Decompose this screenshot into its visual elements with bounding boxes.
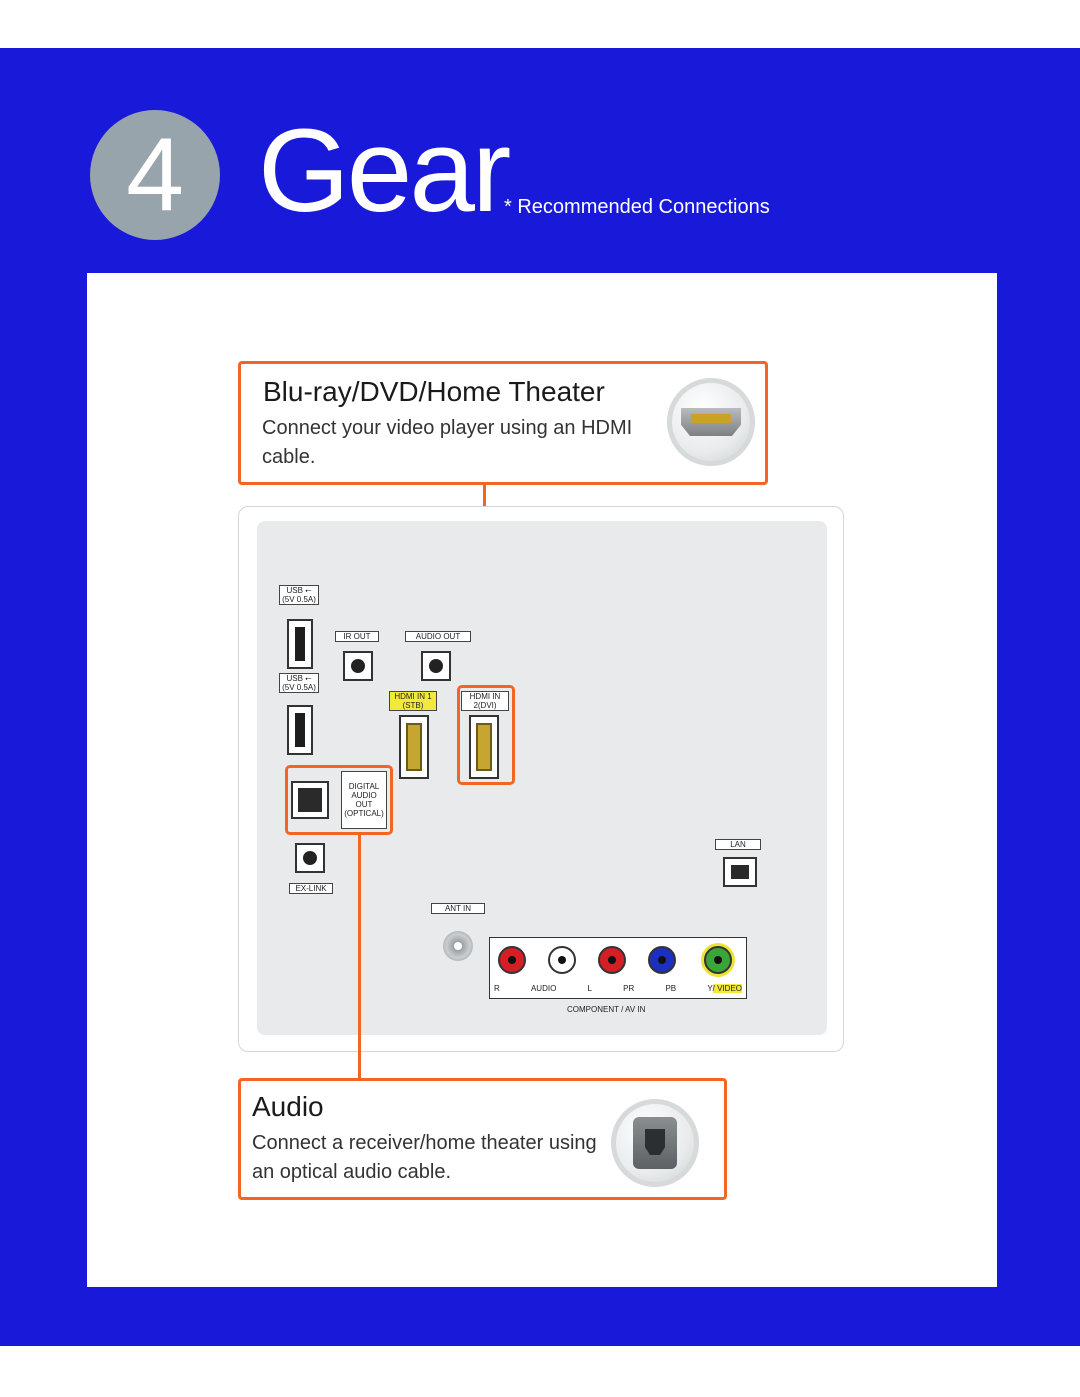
optical-plug-icon — [611, 1099, 699, 1187]
bluray-heading: Blu-ray/DVD/Home Theater — [263, 376, 605, 407]
pr-label: PR — [623, 984, 635, 993]
hdmi-connector-shape — [681, 408, 741, 436]
ir-out-label: IR OUT — [335, 631, 379, 642]
audio-r-label: R — [494, 984, 500, 993]
bluray-callout: Blu-ray/DVD/Home Theater Connect your vi… — [238, 361, 768, 485]
usb-label-2: USB ⭠(5V 0.5A) — [279, 673, 319, 693]
page-title: Gear — [258, 105, 511, 237]
video-label: / VIDEO — [712, 984, 742, 993]
step-number-badge: 4 — [90, 110, 220, 240]
audio-l-jack — [548, 946, 576, 974]
bluray-description: Connect your video player using an HDMI … — [262, 417, 633, 468]
optical-highlight-box — [285, 765, 393, 835]
usb-port-2 — [287, 705, 313, 755]
ex-link-jack — [295, 843, 325, 873]
audio-callout: Audio Connect a receiver/home theater us… — [238, 1078, 727, 1200]
audio-description: Connect a receiver/home theater using an… — [252, 1132, 597, 1183]
audio-out-label: AUDIO OUT — [405, 631, 471, 642]
pr-jack — [598, 946, 626, 974]
y-video-jack — [704, 946, 732, 974]
ir-out-jack — [343, 651, 373, 681]
y-label: Y — [707, 984, 713, 993]
hdmi-highlight-box — [457, 685, 515, 785]
page-subtitle: * Recommended Connections — [504, 196, 770, 218]
component-labels: R AUDIO L PR PB Y/ VIDEO — [494, 984, 742, 993]
audio-l-label: L — [587, 984, 592, 993]
usb-port-1 — [287, 619, 313, 669]
component-av-in-label: COMPONENT / AV IN — [567, 1005, 646, 1014]
ant-in-label: ANT IN — [431, 903, 485, 914]
hdmi-in-2-label: HDMI IN 2(DVI) — [461, 691, 509, 711]
hdmi-in-1-label: HDMI IN 1 (STB) — [389, 691, 437, 711]
ant-in-jack — [443, 931, 473, 961]
lan-label: LAN — [715, 839, 761, 850]
audio-heading: Audio — [252, 1091, 324, 1122]
audio-word-label: AUDIO — [530, 984, 557, 993]
digital-audio-out-label: DIGITAL AUDIO OUT (OPTICAL) — [341, 771, 387, 829]
usb-label-1: USB ⭠(5V 0.5A) — [279, 585, 319, 605]
content-panel: Blu-ray/DVD/Home Theater Connect your vi… — [87, 273, 997, 1287]
audio-r-jack — [498, 946, 526, 974]
optical-connector-shape — [633, 1117, 677, 1169]
hdmi-in-1-port — [399, 715, 429, 779]
optical-port — [291, 781, 329, 819]
tv-port-area: USB ⭠(5V 0.5A) IR OUT AUDIO OUT USB ⭠(5V… — [257, 521, 827, 1035]
pb-label: PB — [665, 984, 677, 993]
audio-out-jack — [421, 651, 451, 681]
pb-jack — [648, 946, 676, 974]
lan-port — [723, 857, 757, 887]
ex-link-label: EX-LINK — [289, 883, 333, 894]
component-av-block: R AUDIO L PR PB Y/ VIDEO — [489, 937, 747, 999]
hdmi-in-2-port — [469, 715, 499, 779]
hdmi-plug-icon — [667, 378, 755, 466]
audio-connector-line — [358, 835, 361, 1078]
